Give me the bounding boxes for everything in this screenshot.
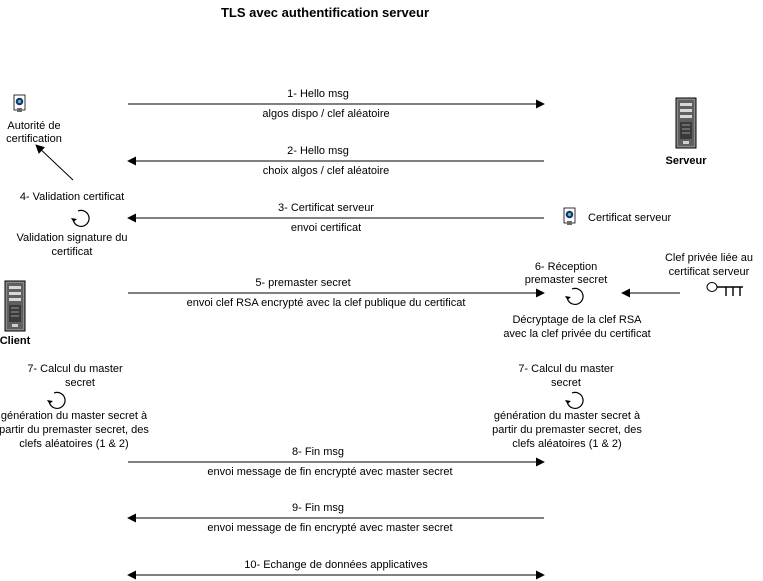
server-certificate-label: Certificat serveur: [588, 212, 671, 224]
ca-label-line2: certification: [6, 133, 62, 145]
private-key-label-line2: certificat serveur: [669, 266, 750, 278]
reception-loop-icon: [564, 287, 584, 305]
diagram-title: TLS avec authentification serveur: [221, 5, 429, 20]
msg-1-label: 1- Hello msg: [287, 88, 349, 100]
msg-2-detail: choix algos / clef aléatoire: [263, 165, 390, 177]
server-certificate-icon: [563, 207, 576, 225]
msg-5-detail: envoi clef RSA encrypté avec la clef pub…: [187, 297, 466, 309]
client-master-loop-icon: [46, 391, 66, 409]
msg-3-detail: envoi certificat: [291, 222, 361, 234]
server-master-title-line1: 7- Calcul du master: [518, 363, 614, 375]
msg-9-detail: envoi message de fin encrypté avec maste…: [207, 522, 452, 534]
arrow-validation-to-ca: [35, 144, 74, 181]
ca-label-line1: Autorité de: [7, 120, 60, 132]
msg-5-label: 5- premaster secret: [255, 277, 350, 289]
validation-desc-line2: certificat: [52, 246, 93, 258]
msg-1-detail: algos dispo / clef aléatoire: [262, 108, 389, 120]
msg-3-label: 3- Certificat serveur: [278, 202, 374, 214]
client-master-desc-line1: génération du master secret à: [1, 410, 148, 422]
client-master-desc-line2: partir du premaster secret, des: [0, 424, 149, 436]
certificate-icon: [13, 94, 26, 112]
msg-10-label: 10- Echange de données applicatives: [244, 559, 428, 571]
msg-9-label: 9- Fin msg: [292, 502, 344, 514]
msg-2-label: 2- Hello msg: [287, 145, 349, 157]
validation-desc-line1: Validation signature du: [16, 232, 127, 244]
server-master-loop-icon: [564, 391, 584, 409]
server-label: Serveur: [666, 155, 708, 167]
client-master-title-line1: 7- Calcul du master: [27, 363, 123, 375]
client-server-icon: [4, 280, 26, 332]
client-master-desc-line3: clefs aléatoires (1 & 2): [19, 438, 128, 450]
decrypt-desc-line1: Décryptage de la clef RSA: [512, 314, 642, 326]
server-master-desc-line2: partir du premaster secret, des: [492, 424, 642, 436]
client-label: Client: [0, 335, 31, 347]
key-icon: [706, 282, 743, 296]
msg-8-detail: envoi message de fin encrypté avec maste…: [207, 466, 452, 478]
msg-8-label: 8- Fin msg: [292, 446, 344, 458]
server-master-desc-line1: génération du master secret à: [494, 410, 641, 422]
client-master-title-line2: secret: [65, 377, 95, 389]
server-master-desc-line3: clefs aléatoires (1 & 2): [512, 438, 621, 450]
private-key-label-line1: Clef privée liée au: [665, 252, 753, 264]
reception-title-line1: 6- Réception: [535, 261, 597, 273]
reception-title-line2: premaster secret: [525, 274, 608, 286]
server-tower-icon: [675, 97, 697, 149]
validation-title: 4- Validation certificat: [20, 191, 124, 203]
server-master-title-line2: secret: [551, 377, 581, 389]
decrypt-desc-line2: avec la clef privée du certificat: [503, 328, 650, 340]
validation-loop-icon: [70, 209, 90, 227]
